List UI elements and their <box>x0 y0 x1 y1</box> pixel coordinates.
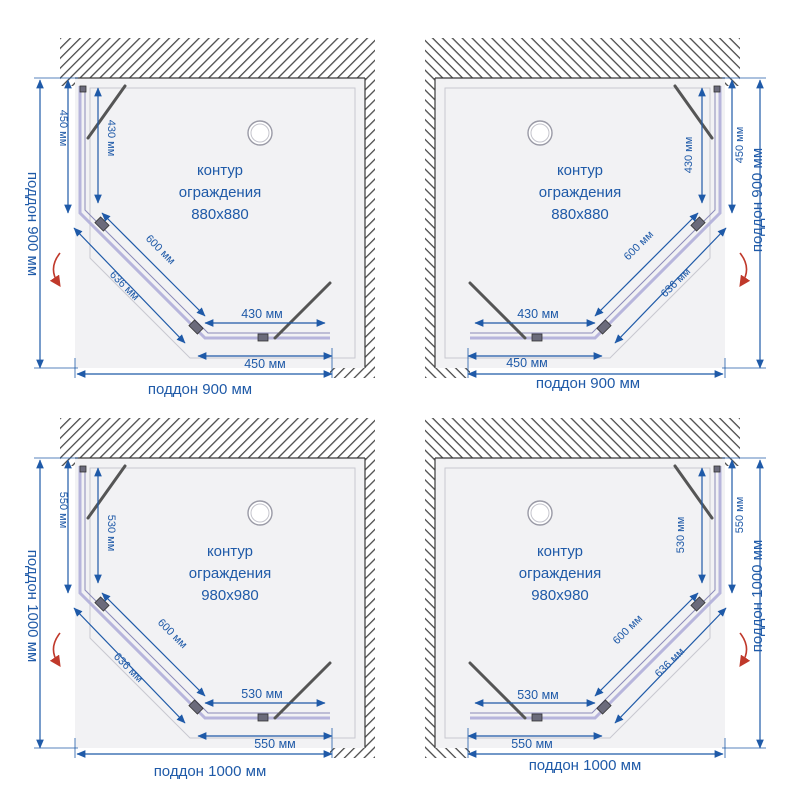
contour-label: контур <box>207 543 253 560</box>
bottom-outer-label: 450 мм <box>506 356 548 370</box>
side-outer-label: 450 мм <box>734 127 746 164</box>
tray-width-label: поддон 900 мм <box>148 381 252 398</box>
diagram-980-right <box>425 418 770 758</box>
contour-size: 980x980 <box>201 587 259 604</box>
bottom-outer-label: 450 мм <box>244 357 286 371</box>
contour-label-2: ограждения <box>539 184 621 201</box>
contour-size: 880x880 <box>551 206 609 223</box>
contour-label-2: ограждения <box>519 565 601 582</box>
diagram-880-left: контур ограждения 880x880 поддон 900 мм … <box>24 38 375 398</box>
side-inner-label: 430 мм <box>105 120 117 157</box>
side-outer-label: 450 мм <box>57 110 69 147</box>
side-inner-label: 530 мм <box>105 515 117 552</box>
bottom-inner-label: 430 мм <box>517 307 559 321</box>
tray-width-label: поддон 1000 мм <box>154 763 267 780</box>
contour-label: контур <box>537 543 583 560</box>
contour-label: контур <box>197 162 243 179</box>
contour-label-2: ограждения <box>179 184 261 201</box>
side-outer-label: 550 мм <box>734 497 746 534</box>
side-outer-label: 550 мм <box>57 492 69 529</box>
bottom-outer-label: 550 мм <box>254 737 296 751</box>
side-inner-label: 430 мм <box>683 137 695 174</box>
tray-height-label: поддон 1000 мм <box>24 550 41 663</box>
side-inner-label: 530 мм <box>675 517 687 554</box>
bottom-inner-label: 530 мм <box>241 687 283 701</box>
contour-label: контур <box>557 162 603 179</box>
tray-height-label: поддон 900 мм <box>749 148 766 252</box>
tray-width-label: поддон 900 мм <box>536 375 640 392</box>
diagram-980-left: контур ограждения 980x980 поддон 1000 мм… <box>24 418 375 780</box>
bottom-inner-label: 430 мм <box>241 307 283 321</box>
tray-height-label: поддон 1000 мм <box>749 540 766 653</box>
contour-size: 880x880 <box>191 206 249 223</box>
bottom-outer-label: 550 мм <box>511 737 553 751</box>
diagram-880-right-labels: контур ограждения 880x880 поддон 900 мм … <box>506 127 766 392</box>
tray-height-label: поддон 900 мм <box>24 172 41 276</box>
tray-width-label: поддон 1000 мм <box>529 757 642 774</box>
bottom-inner-label: 530 мм <box>517 688 559 702</box>
contour-label-2: ограждения <box>189 565 271 582</box>
contour-size: 980x980 <box>531 587 589 604</box>
